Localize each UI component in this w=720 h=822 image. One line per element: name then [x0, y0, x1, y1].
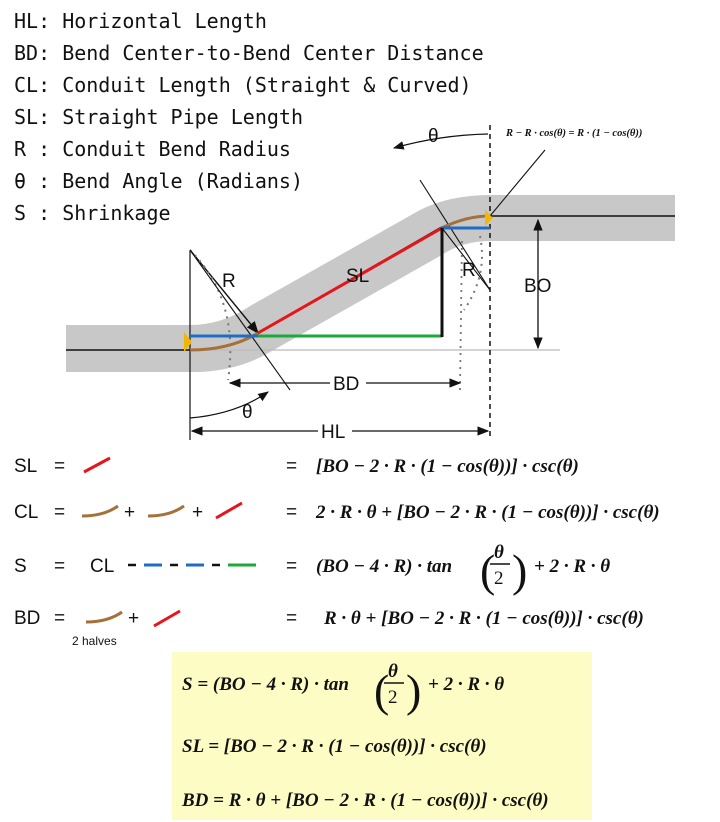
summary-s-b: + 2 · R · θ [428, 674, 504, 695]
summary-s-a: S = (BO − 4 · R) · tan [182, 674, 349, 695]
sl-label: SL [346, 266, 369, 287]
eq-bd-lhs: BD [14, 608, 40, 629]
eq-sl-eq: = [54, 456, 65, 477]
legend-item-theta: θ : Bend Angle (Radians) [14, 169, 303, 193]
theta-top-label: θ [428, 126, 439, 147]
eq-cl-lhs: CL [14, 502, 38, 523]
eq-cl-rhs: 2 · R · θ + [BO − 2 · R · (1 − cos(θ))] … [315, 502, 660, 523]
eq-s-paren-close: ) [512, 545, 527, 596]
eq-cl-brown-icon-2 [147, 504, 185, 518]
colored-segments [184, 210, 493, 352]
eq-cl-plus-1: + [124, 502, 135, 523]
eq-s-rhs-a: (BO − 4 · R) · tan [316, 556, 452, 577]
summary-box: S = (BO − 4 · R) · tan ( θ 2 ) + 2 · R ·… [172, 652, 592, 820]
equations: SL = = [BO − 2 · R · (1 − cos(θ))] · csc… [14, 456, 660, 648]
r-left-label: R [222, 271, 236, 292]
diagram-labels: θ θ R R SL BO BD HL R − R · cos(θ) = R ·… [222, 126, 642, 443]
legend: HL: Horizontal Length BD: Bend Center-to… [14, 9, 484, 225]
eq-sl-red-icon [83, 456, 111, 474]
hl-label: HL [321, 422, 345, 443]
summary-s-paren-open: ( [374, 665, 389, 716]
eq-s-cl: CL [90, 556, 114, 577]
eq-bd-note: 2 halves [72, 634, 117, 648]
legend-item-s: S : Shrinkage [14, 201, 171, 225]
eq-cl-red-icon [215, 501, 243, 520]
eq-sl-lhs: SL [14, 456, 37, 477]
straight-pipe-sl [257, 226, 443, 335]
marker-left [184, 332, 192, 352]
top-formula: R − R · cos(θ) = R · (1 − cos(θ)) [505, 128, 642, 139]
eq-bd-eq: = [54, 608, 65, 629]
eq-cl-brown-icon-1 [81, 504, 119, 518]
eq-cl-eq: = [54, 502, 65, 523]
marker-right [485, 210, 493, 226]
eq-bd-red-icon [153, 609, 181, 628]
legend-item-hl: HL: Horizontal Length [14, 9, 267, 33]
eq-sl-rhs-eq: = [286, 456, 297, 477]
eq-s-rhs-b: + 2 · R · θ [534, 556, 610, 577]
summary-s-den: 2 [388, 687, 398, 708]
eq-sl-rhs: [BO − 2 · R · (1 − cos(θ))] · csc(θ) [316, 456, 579, 477]
eq-bd-plus: + [128, 608, 139, 629]
eq-cl-plus-2: + [192, 502, 203, 523]
bo-label: BO [524, 276, 551, 297]
eq-bd-rhs: R · θ + [BO − 2 · R · (1 − cos(θ))] · cs… [323, 608, 644, 629]
theta-bottom-label: θ [242, 402, 253, 423]
summary-s-paren-close: ) [406, 665, 421, 716]
left-radius-geometry [189, 249, 291, 419]
eq-bd-brown-icon [85, 610, 123, 624]
eq-s-eq: = [54, 556, 65, 577]
legend-item-sl: SL: Straight Pipe Length [14, 105, 303, 129]
eq-s-paren-open: ( [480, 545, 495, 596]
eq-bd-rhs-eq: = [286, 608, 297, 629]
pipe-body [66, 195, 675, 372]
bd-label: BD [333, 374, 359, 395]
summary-s-num: θ [388, 661, 398, 682]
summary-bd: BD = R · θ + [BO − 2 · R · (1 − cos(θ))]… [181, 790, 549, 811]
eq-s-rhs-eq: = [286, 556, 297, 577]
r-right-label: R [462, 260, 476, 281]
right-radius-geometry [392, 133, 546, 391]
legend-item-bd: BD: Bend Center-to-Bend Center Distance [14, 41, 484, 65]
eq-s-frac-den: 2 [494, 568, 504, 589]
legend-item-r: R : Conduit Bend Radius [14, 137, 291, 161]
eq-cl-rhs-eq: = [286, 502, 297, 523]
eq-s-lhs: S [14, 556, 27, 577]
eq-s-frac-num: θ [494, 542, 504, 563]
legend-item-cl: CL: Conduit Length (Straight & Curved) [14, 73, 472, 97]
summary-sl: SL = [BO − 2 · R · (1 − cos(θ))] · csc(θ… [182, 736, 487, 757]
